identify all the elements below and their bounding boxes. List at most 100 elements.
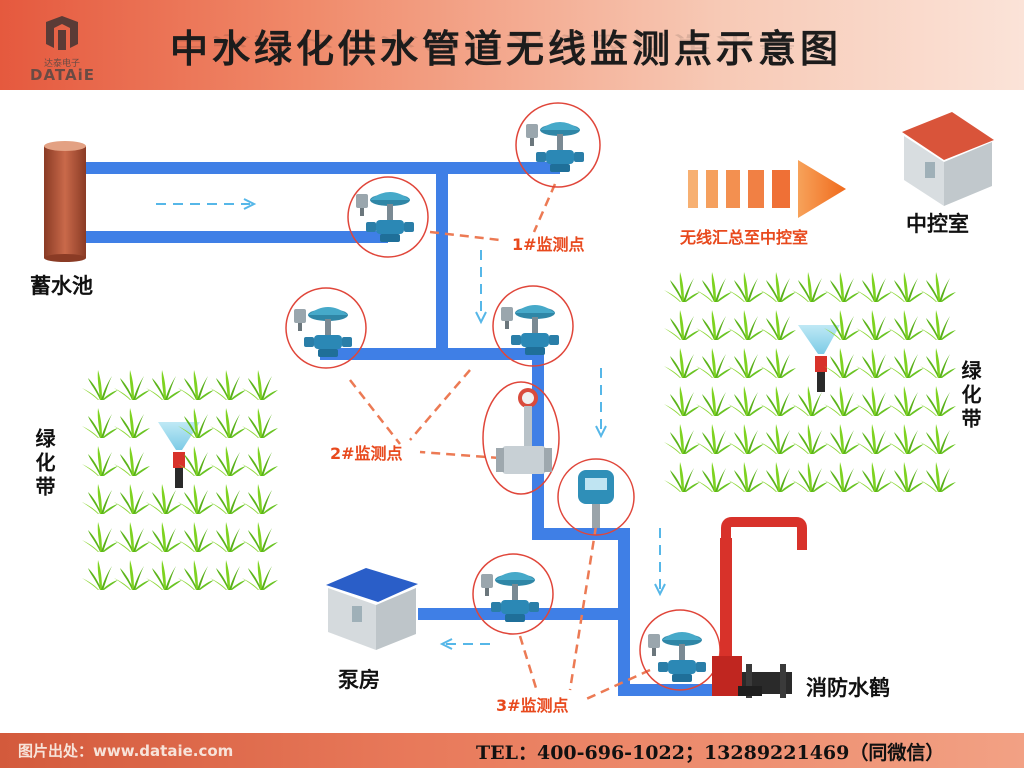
control-room-label: 中控室 <box>906 211 969 236</box>
control-valve-icon <box>501 305 559 355</box>
grass-icon <box>792 424 828 454</box>
grass-icon <box>664 348 700 378</box>
grass-icon <box>664 310 700 340</box>
grass-icon <box>728 272 764 302</box>
grass-icon <box>210 522 246 552</box>
grass-icon <box>728 310 764 340</box>
grass-icon <box>210 560 246 590</box>
monitor-point-1-label: 1#监测点 <box>512 235 585 254</box>
grass-icon <box>146 484 182 514</box>
grass-icon <box>242 408 278 438</box>
leader-lines <box>349 183 651 702</box>
logo-small-text: 达泰电子 <box>44 59 81 69</box>
reservoir-icon <box>44 141 86 262</box>
grass-icon <box>210 484 246 514</box>
grass-icon <box>242 560 278 590</box>
grass-icon <box>696 386 732 416</box>
grass-icon <box>210 446 246 476</box>
grass-icon <box>920 310 956 340</box>
grass-icon <box>114 446 150 476</box>
header-banner: 达泰电子 DATAiE 中水绿化供水管道无线监测点示意图 中水绿化供水管道无线监… <box>0 0 1024 90</box>
grass-icon <box>82 408 118 438</box>
fire-crane-label: 消防水鹤 <box>806 675 890 700</box>
grass-icon <box>146 560 182 590</box>
pump-house-icon <box>326 568 418 650</box>
grass-icon <box>82 370 118 400</box>
grass-icon <box>920 386 956 416</box>
contact-text: TEL：400-696-1022；13289221469（同微信） <box>476 742 945 764</box>
grass-icon <box>696 310 732 340</box>
grass-icon <box>82 522 118 552</box>
grass-icon <box>824 386 860 416</box>
grass-icon <box>82 484 118 514</box>
grass-icon <box>888 386 924 416</box>
grass-icon <box>696 462 732 492</box>
grass-icon <box>114 370 150 400</box>
grass-field-right <box>664 272 956 492</box>
grass-icon <box>728 424 764 454</box>
grass-icon <box>696 348 732 378</box>
grass-icon <box>760 348 796 378</box>
logo-text: DATAiE <box>30 66 95 84</box>
monitor-point-2-label: 2#监测点 <box>330 444 403 463</box>
flow-arrows <box>156 198 666 650</box>
grass-icon <box>792 462 828 492</box>
grass-icon <box>760 272 796 302</box>
grass-icon <box>920 272 956 302</box>
footer-banner: 图片出处：www.dataie.com TEL：400-696-1022；132… <box>0 733 1024 768</box>
grass-icon <box>760 424 796 454</box>
grass-icon <box>178 522 214 552</box>
grass-icon <box>824 272 860 302</box>
grass-icon <box>888 424 924 454</box>
grass-icon <box>920 424 956 454</box>
grass-icon <box>824 348 860 378</box>
monitor-point-3-label: 3#监测点 <box>496 696 569 715</box>
grass-icon <box>760 462 796 492</box>
grass-icon <box>178 370 214 400</box>
green-belt-right-label: 绿化带 <box>958 360 982 432</box>
grass-icon <box>760 386 796 416</box>
grass-icon <box>856 310 892 340</box>
grass-icon <box>696 424 732 454</box>
grass-icon <box>792 272 828 302</box>
source-text: 图片出处：www.dataie.com <box>18 742 234 760</box>
grass-icon <box>856 424 892 454</box>
sprinkler-icon <box>798 325 840 392</box>
grass-icon <box>178 484 214 514</box>
grass-icon <box>664 272 700 302</box>
grass-icon <box>728 462 764 492</box>
wireless-arrow-icon <box>688 160 846 218</box>
grass-icon <box>696 272 732 302</box>
grass-icon <box>82 446 118 476</box>
sprinkler-icon <box>158 422 200 488</box>
grass-icon <box>82 560 118 590</box>
grass-icon <box>114 522 150 552</box>
grass-icon <box>728 348 764 378</box>
wireless-label: 无线汇总至中控室 <box>680 228 809 247</box>
grass-icon <box>114 560 150 590</box>
grass-icon <box>242 484 278 514</box>
grass-icon <box>760 310 796 340</box>
grass-icon <box>664 386 700 416</box>
grass-icon <box>728 386 764 416</box>
grass-icon <box>888 310 924 340</box>
page-title: 中水绿化供水管道无线监测点示意图 <box>170 27 843 71</box>
green-belt-left-label: 绿化带 <box>32 428 56 500</box>
grass-icon <box>242 522 278 552</box>
grass-icon <box>178 560 214 590</box>
dataie-logo-icon <box>46 16 78 50</box>
control-room-house-icon <box>902 112 994 206</box>
grass-icon <box>824 424 860 454</box>
grass-icon <box>920 348 956 378</box>
reservoir-label: 蓄水池 <box>30 273 93 298</box>
fire-water-crane-icon <box>712 517 807 698</box>
grass-icon <box>664 424 700 454</box>
grass-icon <box>856 462 892 492</box>
grass-icon <box>210 408 246 438</box>
grass-icon <box>888 272 924 302</box>
grass-icon <box>824 462 860 492</box>
grass-icon <box>856 348 892 378</box>
monitor-circles <box>285 102 721 691</box>
grass-icon <box>146 370 182 400</box>
